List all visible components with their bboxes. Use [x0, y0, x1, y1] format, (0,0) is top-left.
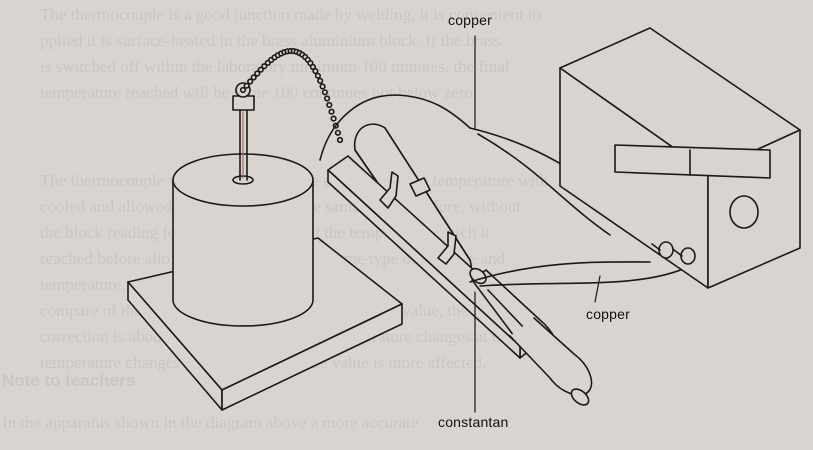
- bead-chain: [239, 47, 344, 144]
- meter-box: [559, 27, 801, 289]
- chain-bead: [261, 63, 268, 70]
- chain-bead: [314, 72, 322, 79]
- chain-bead: [239, 86, 247, 94]
- label-copper-right: copper: [586, 306, 631, 322]
- chain-bead: [321, 89, 329, 96]
- lower-probe: [469, 267, 593, 406]
- chain-bead: [336, 136, 344, 144]
- label-leaders: [474, 35, 601, 413]
- chain-bead: [324, 95, 331, 102]
- clip: [379, 171, 457, 265]
- chain-bead: [309, 63, 317, 70]
- chain-bead: [254, 70, 261, 77]
- heating-cylinder: [172, 153, 314, 327]
- bg-line: In the apparatus shown in the diagram ab…: [2, 413, 419, 432]
- bg-line: temperature.: [40, 275, 126, 294]
- bg-heading: Note to teachers: [2, 371, 136, 390]
- chain-bead: [257, 66, 264, 73]
- chain-bead: [328, 108, 335, 115]
- bg-line: pplied it is surface-heated in the brass…: [40, 31, 501, 50]
- bg-line: is switched off within the laboratory mi…: [40, 57, 510, 76]
- chain-bead: [250, 74, 257, 81]
- chain-bead: [334, 129, 342, 136]
- chain-bead: [243, 82, 250, 89]
- chain-bead: [326, 101, 333, 109]
- connecting-wire: [319, 94, 471, 161]
- chain-bead: [330, 115, 337, 122]
- label-constantan: constantan: [438, 414, 509, 430]
- chain-bead: [319, 83, 326, 90]
- chain-bead: [247, 78, 254, 85]
- chain-bead: [317, 77, 324, 84]
- chain-bead: [312, 67, 319, 75]
- bg-line: temperature reached will be same 100 con…: [40, 83, 478, 102]
- label-copper-top: copper: [448, 12, 493, 28]
- meter-wires: [469, 127, 691, 287]
- bg-line: The thermocouple is a good junction made…: [40, 5, 541, 24]
